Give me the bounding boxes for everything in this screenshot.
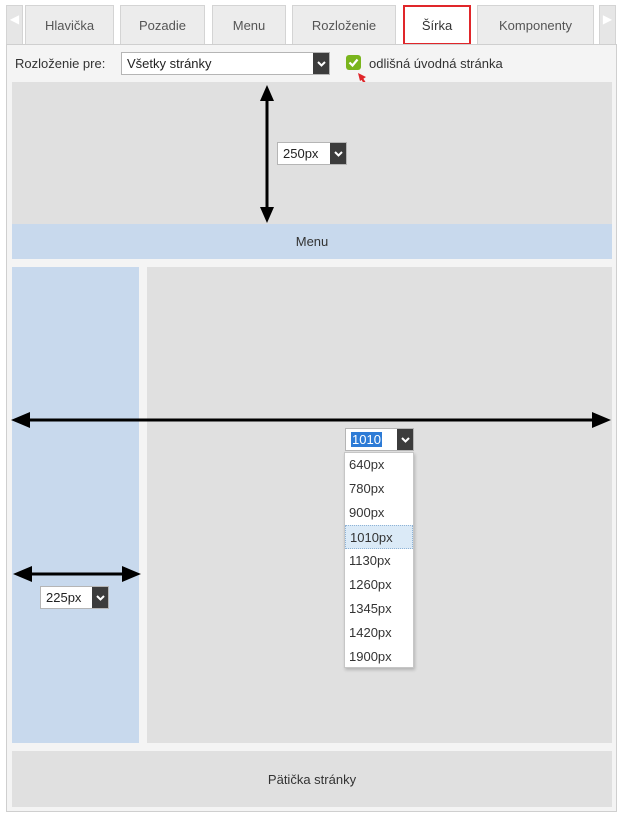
tab-components[interactable]: Komponenty [477, 5, 594, 45]
dropdown-option[interactable]: 900px [349, 505, 385, 520]
content-width-dropdown: 640px 780px 900px 1010px 1130px 1260px 1… [344, 452, 414, 668]
header-height-value: 250px [283, 146, 319, 161]
dropdown-option[interactable]: 1130px [349, 553, 391, 568]
tab-menu[interactable]: Menu [212, 5, 286, 45]
menu-bar-block: Menu [12, 224, 612, 259]
different-homepage-label: odlišná úvodná stránka [369, 56, 503, 71]
tab-width[interactable]: Šírka [403, 5, 471, 45]
arrow-left-icon: ◀ [9, 12, 20, 26]
chevron-down-icon [313, 53, 329, 74]
content-width-select[interactable]: 1010 [345, 428, 414, 451]
arrow-right-icon: ▶ [602, 12, 613, 26]
chevron-down-icon [92, 587, 108, 608]
menu-bar-label: Menu [295, 234, 329, 249]
checkmark-icon [348, 58, 359, 68]
sidebar-width-value: 225px [46, 590, 82, 605]
sidebar-width-arrow-icon [13, 566, 141, 582]
vertical-double-arrow-icon [260, 85, 274, 223]
sidebar-block [12, 267, 139, 743]
header-height-select[interactable]: 250px [277, 142, 347, 165]
sidebar-width-select[interactable]: 225px [40, 586, 109, 609]
dropdown-option[interactable]: 1900px [349, 649, 392, 664]
horizontal-double-arrow-icon [11, 412, 611, 428]
dropdown-option-selected[interactable]: 1010px [345, 525, 413, 549]
dropdown-option[interactable]: 640px [349, 457, 385, 472]
chevron-down-icon [330, 143, 346, 164]
chevron-down-icon [397, 429, 413, 450]
layout-for-label: Rozloženie pre: [15, 56, 106, 71]
tab-scroll-right-button[interactable]: ▶ [599, 5, 616, 45]
dropdown-option[interactable]: 1420px [349, 625, 392, 640]
different-homepage-checkbox[interactable] [346, 55, 361, 70]
tab-layout[interactable]: Rozloženie [292, 5, 396, 45]
tab-background[interactable]: Pozadie [120, 5, 205, 45]
dropdown-option[interactable]: 1345px [349, 601, 392, 616]
layout-for-select[interactable]: Všetky stránky [121, 52, 330, 75]
footer-block: Pätička stránky [12, 751, 612, 807]
content-width-value: 1010 [351, 432, 382, 447]
dropdown-option[interactable]: 1260px [349, 577, 392, 592]
layout-for-value: Všetky stránky [127, 56, 212, 71]
tab-scroll-left-button[interactable]: ◀ [6, 5, 23, 45]
dropdown-option[interactable]: 780px [349, 481, 385, 496]
footer-label: Pätička stránky [267, 771, 357, 787]
tab-header[interactable]: Hlavička [25, 5, 114, 45]
